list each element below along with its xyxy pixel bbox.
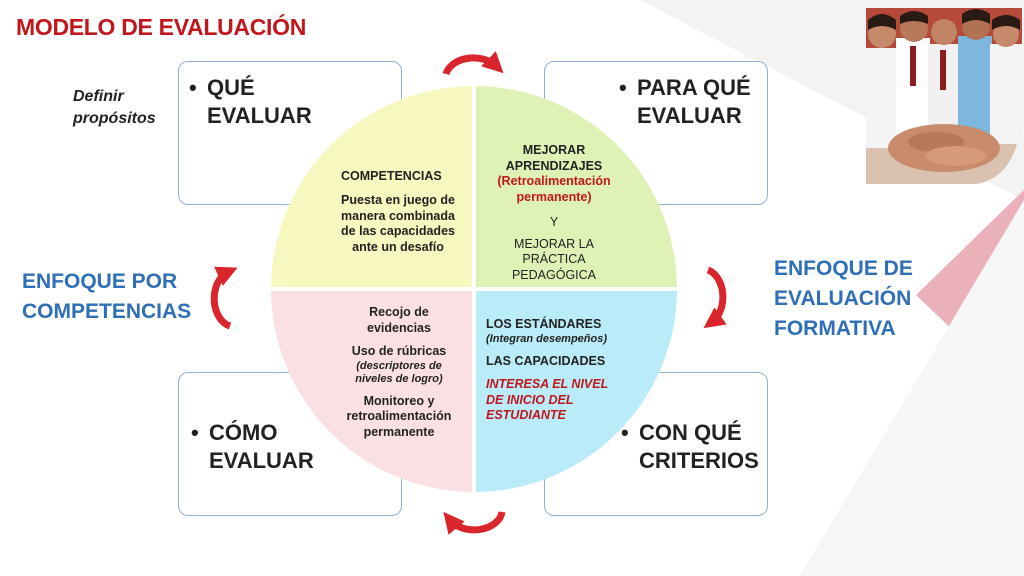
quadrant-estandares: LOS ESTÁNDARES (Integran desempeños) LAS… [476,291,677,492]
evaluation-circle: COMPETENCIAS Puesta en juego de manera c… [271,86,677,492]
side-note-definir-propositos: Definir propósitos [73,88,156,127]
label-enfoque-competencias: ENFOQUE POR COMPETENCIAS [22,270,192,323]
quadrant-mejorar-aprendizajes: MEJORAR APRENDIZAJES (Retroalimentación … [476,86,677,287]
quadrant-recojo-evidencias: Recojo de evidencias Uso de rúbricas (de… [271,291,472,492]
students-group-photo [866,8,1022,184]
label-enfoque-formativa: ENFOQUE DE EVALUACIÓN FORMATIVA [774,257,913,340]
page-title: MODELO DE EVALUACIÓN [16,14,307,40]
quadrant-competencias: COMPETENCIAS Puesta en juego de manera c… [271,86,472,287]
